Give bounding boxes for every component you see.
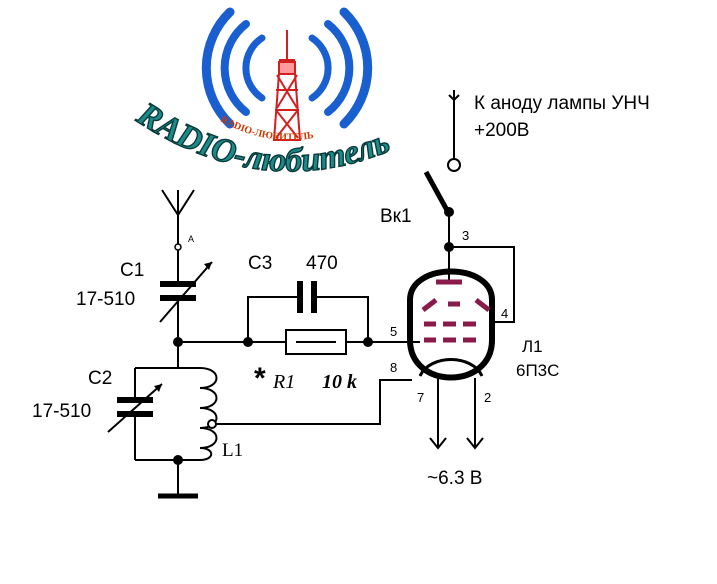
tube-l1 (372, 242, 515, 450)
c2-name: C2 (88, 368, 112, 389)
tube-type: 6П3С (516, 361, 559, 380)
coil-l1 (135, 367, 412, 461)
pin-5: 5 (390, 324, 397, 339)
r1-value: 10 k (322, 371, 357, 393)
pin-7: 7 (417, 390, 424, 405)
anode-note-line1: К аноду лампы УНЧ (474, 93, 650, 114)
resistor-r1 (285, 329, 347, 355)
switch-label: Вк1 (380, 206, 412, 227)
pin-2: 2 (484, 390, 491, 405)
c2-value: 17-510 (32, 401, 91, 422)
pin-3: 3 (462, 228, 469, 243)
c1-name: C1 (120, 260, 144, 281)
capacitor-c1 (159, 261, 213, 342)
capacitor-c3 (247, 281, 369, 342)
c3-value: 470 (306, 253, 338, 274)
antenna-label: A (188, 234, 194, 244)
coil-label: L1 (222, 440, 243, 461)
r1-name: R1 (272, 371, 295, 393)
capacitor-c2 (107, 368, 163, 460)
radio-amateur-logo: RADIO-ЛЮБИТЕЛЬ RADIO-любитель (129, 7, 395, 180)
pin-4: 4 (501, 306, 508, 321)
switch-vk1 (423, 90, 461, 247)
c3-name: C3 (248, 253, 272, 274)
anode-note-line2: +200В (474, 120, 529, 141)
antenna-icon (161, 189, 195, 282)
tower-icon (272, 30, 302, 141)
pin-8: 8 (390, 360, 397, 375)
tube-name: Л1 (522, 337, 543, 356)
c1-value: 17-510 (76, 289, 135, 310)
heater-voltage: ~6.3 В (427, 468, 482, 489)
r1-star: * (254, 362, 266, 395)
